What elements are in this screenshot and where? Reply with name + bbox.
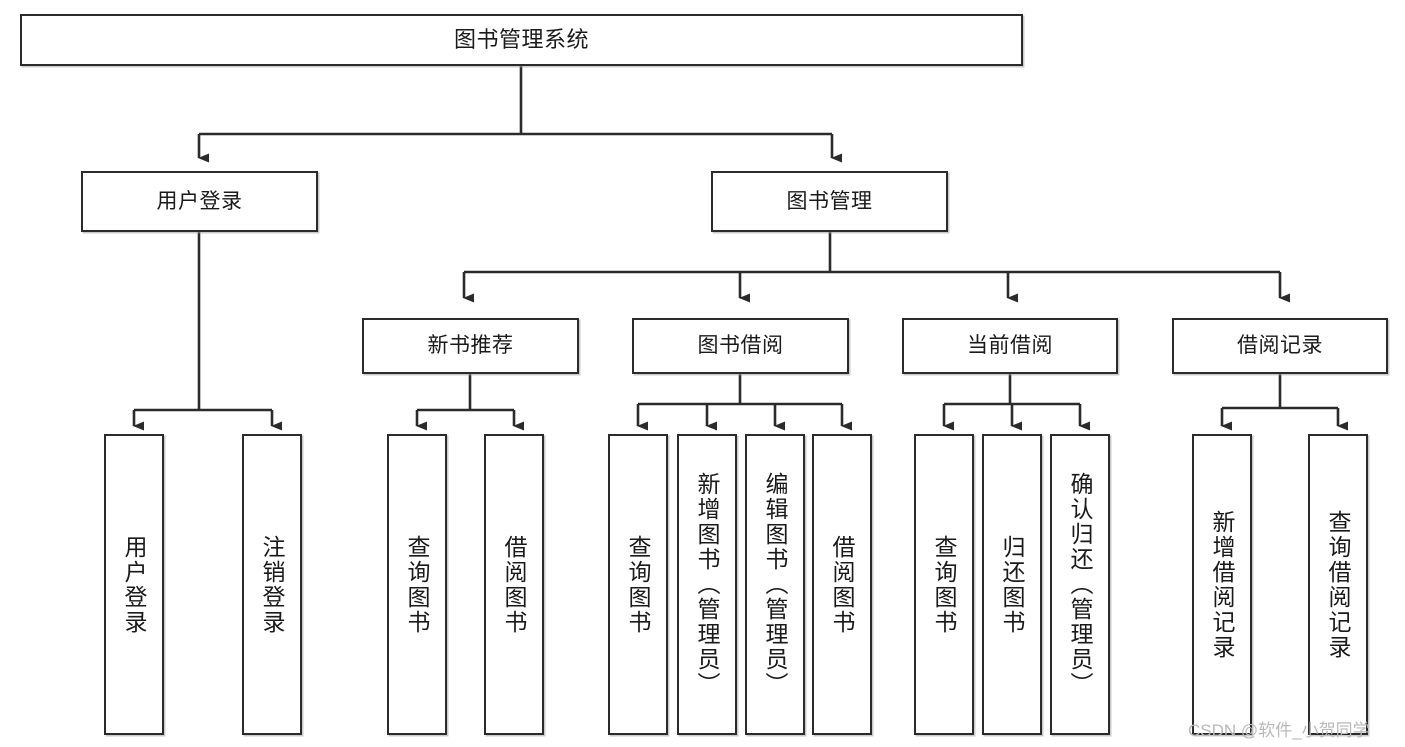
leaf-current-borrow-1[interactable]: 归还图书 bbox=[982, 434, 1042, 735]
node-label: 图书管理系统 bbox=[453, 26, 589, 52]
leaf-new-book-rec-0[interactable]: 查询图书 bbox=[387, 434, 447, 735]
node-label: 图书借阅 bbox=[697, 334, 784, 358]
node-label: 确认归还（管理员） bbox=[1067, 472, 1094, 697]
leaf-book-borrow-1[interactable]: 新增图书（管理员） bbox=[677, 434, 737, 735]
leaf-new-book-rec-1[interactable]: 借阅图书 bbox=[484, 434, 544, 735]
node-label: 借阅图书 bbox=[501, 534, 528, 635]
node-label: 借阅图书 bbox=[829, 534, 856, 635]
leaf-current-borrow-0[interactable]: 查询图书 bbox=[914, 434, 974, 735]
leaf-book-borrow-0[interactable]: 查询图书 bbox=[608, 434, 668, 735]
node-user-login[interactable]: 用户登录 bbox=[81, 171, 318, 232]
node-label: 注销登录 bbox=[259, 534, 286, 635]
node-label: 新书推荐 bbox=[427, 334, 514, 358]
node-label: 查询图书 bbox=[404, 534, 431, 635]
node-label: 当前借阅 bbox=[967, 334, 1053, 358]
node-label: 用户登录 bbox=[156, 189, 243, 213]
node-current-borrow[interactable]: 当前借阅 bbox=[902, 318, 1118, 374]
node-label: 新增图书（管理员） bbox=[694, 472, 721, 697]
node-borrow-record[interactable]: 借阅记录 bbox=[1172, 318, 1388, 374]
leaf-book-borrow-2[interactable]: 编辑图书（管理员） bbox=[745, 434, 805, 735]
leaf-user-login-1[interactable]: 注销登录 bbox=[242, 434, 302, 735]
watermark-text: CSDN @软件_小贺同学 bbox=[1188, 721, 1370, 740]
leaf-borrow-record-0[interactable]: 新增借阅记录 bbox=[1192, 434, 1252, 735]
leaf-user-login-0[interactable]: 用户登录 bbox=[104, 434, 164, 735]
node-book-manage[interactable]: 图书管理 bbox=[711, 171, 948, 232]
node-label: 用户登录 bbox=[121, 534, 148, 635]
leaf-book-borrow-3[interactable]: 借阅图书 bbox=[812, 434, 872, 735]
node-book-borrow[interactable]: 图书借阅 bbox=[632, 318, 849, 374]
node-label: 查询图书 bbox=[625, 534, 652, 635]
node-label: 新增借阅记录 bbox=[1209, 509, 1236, 660]
node-label: 查询图书 bbox=[931, 534, 958, 635]
node-new-book-recommend[interactable]: 新书推荐 bbox=[362, 318, 579, 374]
node-root-system[interactable]: 图书管理系统 bbox=[20, 14, 1023, 66]
node-label: 借阅记录 bbox=[1237, 334, 1323, 358]
node-label: 图书管理 bbox=[786, 189, 873, 213]
node-label: 查询借阅记录 bbox=[1325, 509, 1352, 660]
node-label: 编辑图书（管理员） bbox=[762, 472, 789, 697]
node-label: 归还图书 bbox=[999, 534, 1026, 635]
leaf-borrow-record-1[interactable]: 查询借阅记录 bbox=[1308, 434, 1368, 735]
leaf-current-borrow-2[interactable]: 确认归还（管理员） bbox=[1050, 434, 1110, 735]
